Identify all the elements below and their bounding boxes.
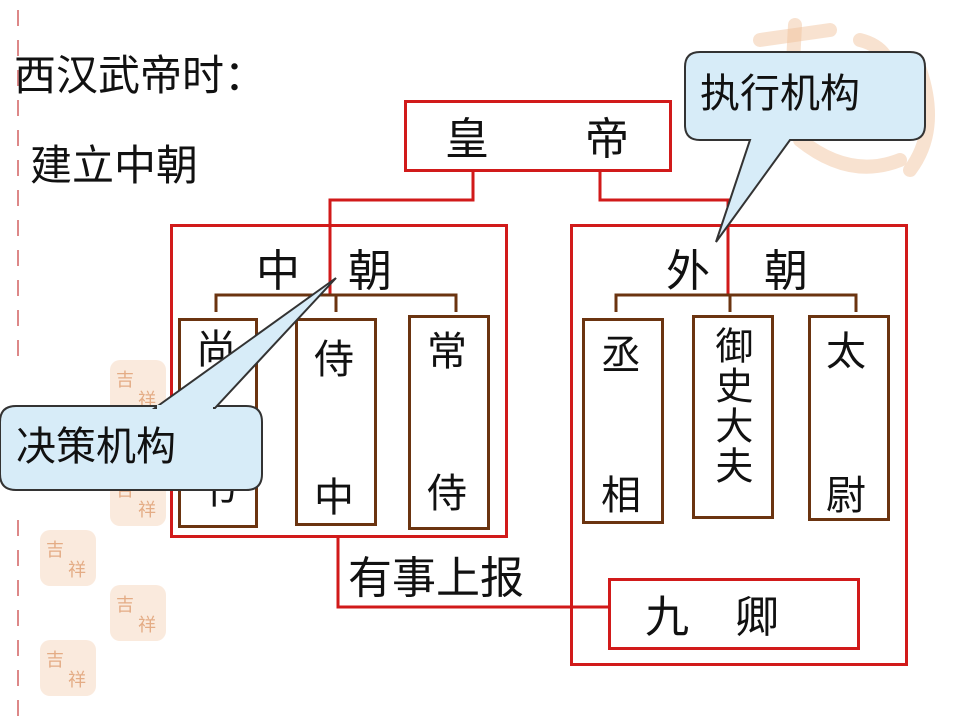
inner-court-title-right: 朝 [348, 246, 392, 297]
office-box-shizhong [295, 318, 377, 526]
margin-dash-decoration [17, 10, 19, 716]
emperor-label-left: 皇 [445, 114, 489, 165]
seal-decoration: 吉祥 [110, 585, 166, 641]
office-box-yushidafu [692, 315, 774, 519]
nine-ministers-box [608, 578, 860, 650]
page-heading: 西汉武帝时： [14, 51, 267, 100]
outer-court-title-right: 朝 [764, 246, 808, 297]
office-chengxiang-top: 丞 [601, 333, 641, 379]
office-chengxiang-bottom: 相 [601, 473, 641, 519]
office-changshi-top: 常 [427, 329, 467, 375]
office-shizhong-bottom: 中 [314, 475, 354, 521]
inner-court-title-left: 中 [256, 246, 300, 297]
emperor-label-right: 帝 [585, 114, 629, 165]
execution-callout-text: 执行机构 [700, 71, 860, 117]
office-taiwei-bottom: 尉 [826, 473, 866, 519]
seal-decoration: 吉祥 [40, 530, 96, 586]
office-box-taiwei [808, 315, 890, 521]
outer-court-box [570, 224, 908, 666]
decision-callout-text: 决策机构 [16, 424, 176, 470]
office-box-changshi [408, 315, 490, 530]
office-yushidafu: 御史大夫 [708, 326, 753, 486]
emperor-box [404, 100, 672, 172]
page-subheading: 建立中朝 [30, 141, 199, 190]
nine-ministers-left: 九 [645, 592, 689, 643]
report-label: 有事上报 [348, 553, 524, 604]
office-taiwei-top: 太 [826, 329, 866, 375]
office-changshi-bottom: 侍 [427, 471, 467, 517]
office-shizhong-top: 侍 [314, 337, 354, 383]
office-box-chengxiang [582, 318, 664, 524]
seal-decoration: 吉祥 [40, 640, 96, 696]
nine-ministers-right: 卿 [735, 592, 779, 643]
outer-court-title-left: 外 [666, 246, 710, 297]
inner-court-box [170, 224, 508, 538]
